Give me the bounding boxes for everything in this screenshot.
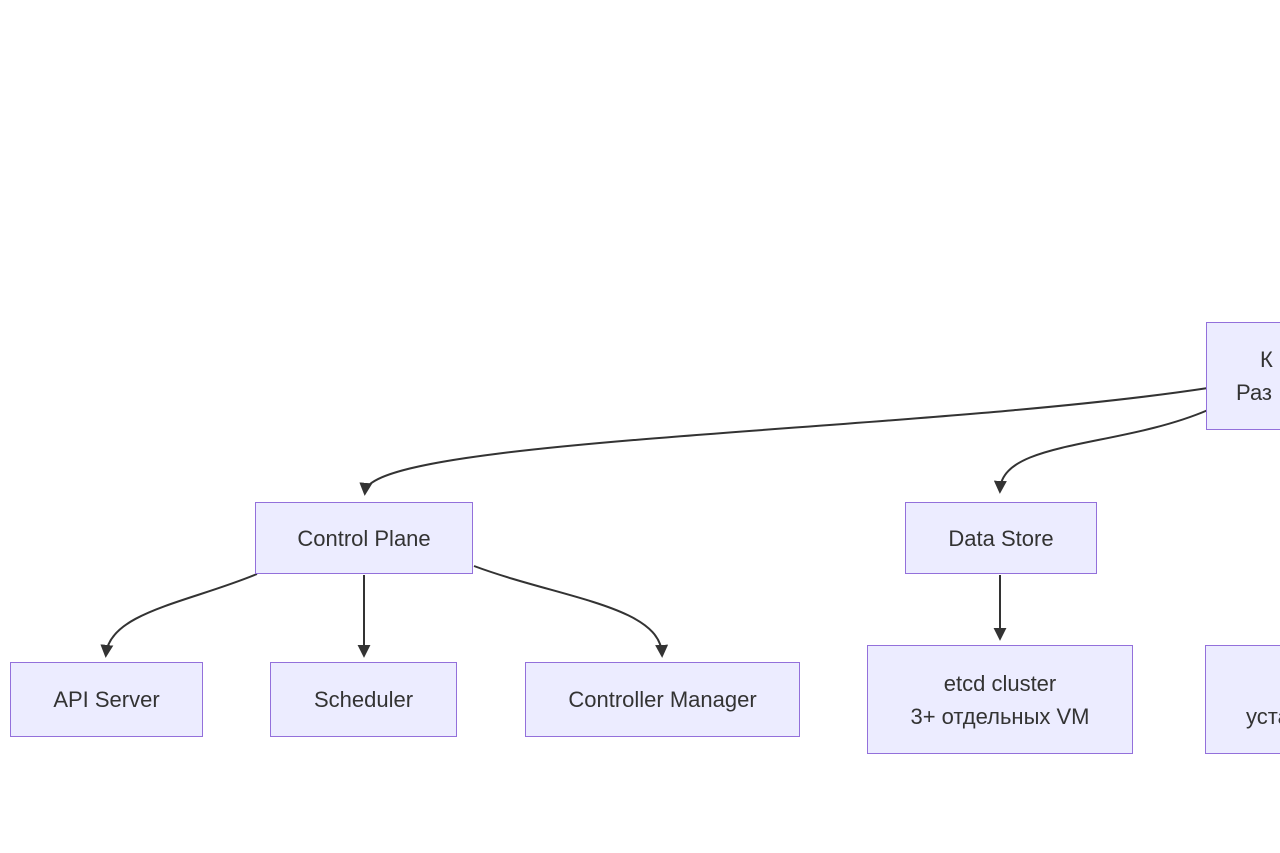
node-label-line-2: 3+ отдельных VM	[910, 703, 1090, 729]
node-label-line-1: etcd cluster	[943, 670, 1057, 696]
node-label: Controller Manager	[568, 687, 757, 712]
node-controller-manager: Controller Manager	[525, 662, 800, 737]
node-install-cutoff: уста	[1205, 645, 1280, 754]
edge-cluster-to-data-store	[993, 409, 1209, 494]
node-label: API Server	[53, 687, 160, 712]
node-etcd-cluster: etcd cluster 3+ отдельных VM	[867, 645, 1133, 754]
node-api-server: API Server	[10, 662, 203, 737]
node-data-store: Data Store	[905, 502, 1097, 574]
node-label-line-2: Раз	[1236, 380, 1273, 405]
edge-control-plane-to-controller-manager	[473, 565, 669, 658]
node-control-plane: Control Plane	[255, 502, 473, 574]
node-label: Scheduler	[313, 687, 414, 712]
node-label-line-1: К	[1260, 347, 1273, 372]
node-scheduler: Scheduler	[270, 662, 457, 737]
node-label-line-2: уста	[1246, 703, 1280, 729]
node-label: Data Store	[948, 525, 1054, 551]
edge-control-plane-to-api-server	[100, 573, 258, 658]
node-label: Control Plane	[297, 525, 431, 551]
edge-cluster-to-control-plane	[359, 387, 1209, 496]
node-cluster-cutoff: К Раз	[1206, 322, 1280, 430]
